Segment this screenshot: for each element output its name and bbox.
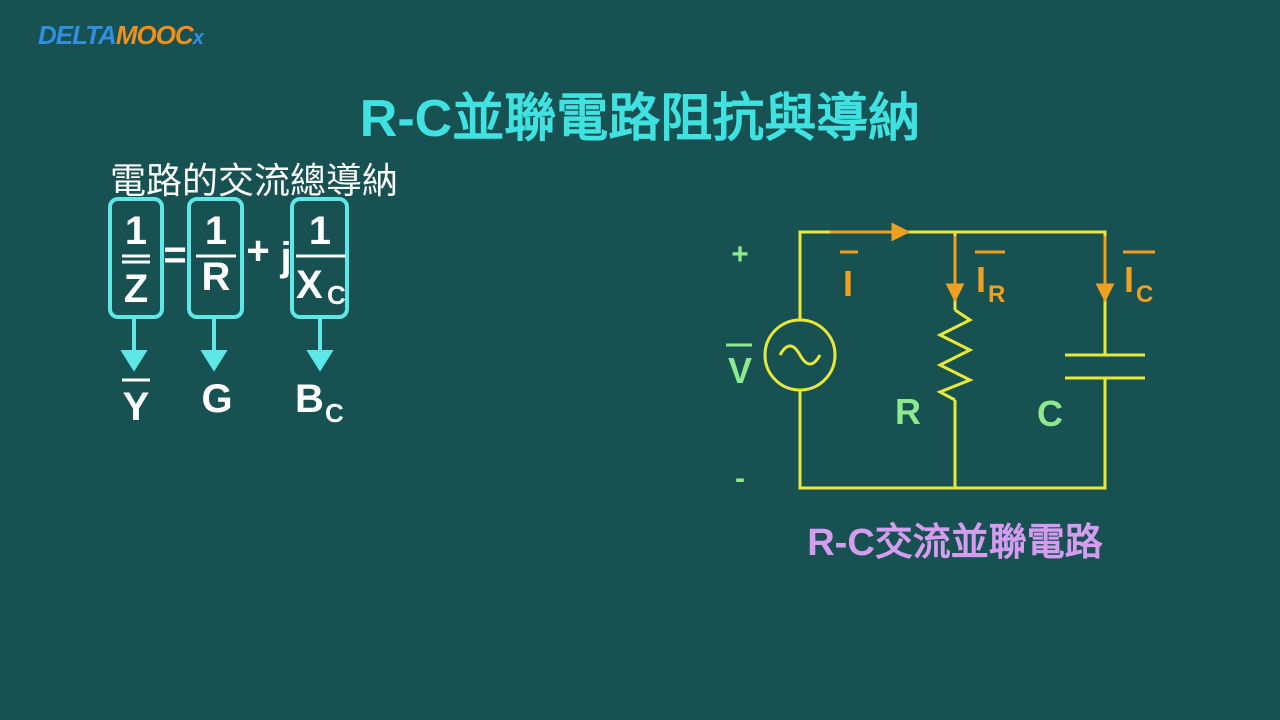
svg-text:j: j bbox=[279, 235, 291, 279]
svg-text:R: R bbox=[988, 281, 1005, 308]
svg-text:+: + bbox=[731, 238, 749, 271]
current-arrows bbox=[830, 222, 1155, 303]
svg-text:V: V bbox=[728, 350, 752, 391]
numerator: 1 bbox=[125, 209, 147, 253]
svg-text:X: X bbox=[296, 263, 323, 307]
svg-text:I: I bbox=[976, 259, 986, 300]
subtitle: 電路的交流總導納 bbox=[110, 160, 399, 201]
z-symbol: Z bbox=[124, 267, 148, 311]
ac-source bbox=[763, 318, 837, 392]
svg-text:R: R bbox=[202, 255, 231, 299]
svg-text:+: + bbox=[246, 229, 269, 273]
svg-text:1: 1 bbox=[309, 209, 331, 253]
svg-text:I: I bbox=[843, 263, 853, 304]
svg-text:I: I bbox=[1124, 259, 1134, 300]
svg-text:C: C bbox=[1136, 281, 1153, 308]
susceptance-b: B bbox=[295, 377, 324, 421]
svg-text:=: = bbox=[163, 233, 186, 277]
circuit-caption: R-C交流並聯電路 bbox=[807, 521, 1104, 564]
svg-text:R: R bbox=[895, 391, 921, 432]
svg-text:C: C bbox=[325, 398, 344, 428]
svg-text:1: 1 bbox=[205, 209, 227, 253]
deltamoocx-logo: DELTAMOOCx bbox=[38, 20, 204, 50]
svg-text:-: - bbox=[735, 462, 745, 495]
svg-text:C: C bbox=[327, 280, 346, 310]
admittance-y: Y bbox=[123, 385, 150, 429]
svg-text:C: C bbox=[1037, 393, 1063, 434]
page-title: R-C並聯電路阻抗與導納 bbox=[359, 90, 921, 148]
conductance-g: G bbox=[201, 377, 232, 421]
resistor bbox=[936, 308, 974, 402]
